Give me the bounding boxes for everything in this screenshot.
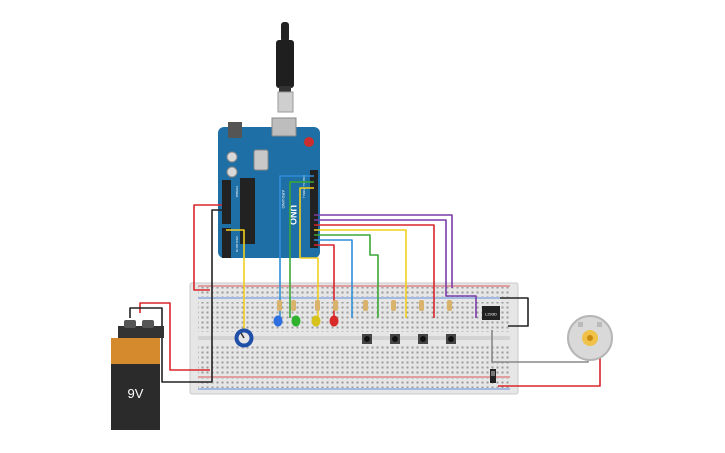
wire-button-2[interactable] xyxy=(314,234,379,318)
power-rail-bottom[interactable] xyxy=(198,378,510,388)
wire-battery-pos[interactable] xyxy=(139,302,210,371)
led-green[interactable] xyxy=(291,315,301,327)
potentiometer-icon[interactable] xyxy=(234,328,254,348)
wire-motor-enable[interactable] xyxy=(314,219,477,318)
wire-led-red[interactable] xyxy=(314,244,335,318)
resistor[interactable] xyxy=(333,300,338,311)
power-rail-top[interactable] xyxy=(198,287,510,297)
analog-header xyxy=(222,228,231,258)
dc-motor-icon[interactable] xyxy=(567,315,613,361)
wire-led-blue[interactable] xyxy=(279,175,314,318)
wire-button-4[interactable] xyxy=(314,224,435,318)
usb-cable-icon[interactable] xyxy=(276,22,294,113)
wire-button-1[interactable] xyxy=(314,239,353,318)
atmega-chip xyxy=(240,178,255,244)
slide-switch-icon[interactable] xyxy=(490,369,496,383)
resistor[interactable] xyxy=(391,300,396,311)
wire-led-green[interactable] xyxy=(289,181,314,318)
wire-pot-signal[interactable] xyxy=(226,229,245,332)
digital-pins-label: DIGITAL (PWM~) xyxy=(302,175,306,198)
resistors xyxy=(277,300,452,311)
reset-button[interactable] xyxy=(304,137,314,147)
wire-button-3[interactable] xyxy=(314,229,407,318)
battery-cap xyxy=(118,326,164,338)
resistor[interactable] xyxy=(363,300,368,311)
arduino-board[interactable]: UNO ARDUINO DIGITAL (PWM~) ANALOG IN POW… xyxy=(218,117,320,258)
push-button[interactable] xyxy=(418,334,428,344)
led-yellow[interactable] xyxy=(311,315,321,327)
led-blue[interactable] xyxy=(273,315,283,327)
battery-9v[interactable]: 9V xyxy=(111,320,164,430)
motor-driver-label: L293D xyxy=(485,312,497,317)
arduino-model-label: UNO xyxy=(288,205,298,225)
terminal-strip-top[interactable] xyxy=(198,302,510,332)
power-jack xyxy=(228,122,242,138)
leds xyxy=(273,315,339,327)
usb-port xyxy=(271,117,297,137)
center-channel xyxy=(198,336,510,340)
arduino-brand-label: ARDUINO xyxy=(281,190,286,208)
power-header xyxy=(222,180,231,224)
wire-motor-pos[interactable] xyxy=(498,352,601,387)
push-button[interactable] xyxy=(446,334,456,344)
wire-motor-input[interactable] xyxy=(314,214,453,288)
wire-battery-neg[interactable] xyxy=(129,307,212,383)
wire-5v[interactable] xyxy=(193,204,222,291)
wire-led-yellow[interactable] xyxy=(299,187,319,318)
led-red[interactable] xyxy=(329,315,339,327)
battery-body xyxy=(111,364,160,430)
power-pins-label: POWER xyxy=(235,186,239,198)
motor-driver-chip[interactable]: L293D xyxy=(482,306,500,320)
digital-header xyxy=(310,170,318,248)
analog-pins-label: ANALOG IN xyxy=(235,236,239,252)
resistor[interactable] xyxy=(277,300,282,311)
battery-label: 9V xyxy=(128,386,144,401)
breadboard[interactable] xyxy=(189,282,519,395)
resistor[interactable] xyxy=(291,300,296,311)
resistor[interactable] xyxy=(447,300,452,311)
resistor[interactable] xyxy=(419,300,424,311)
push-button[interactable] xyxy=(362,334,372,344)
wire-gnd[interactable] xyxy=(211,209,222,382)
resistor[interactable] xyxy=(315,300,320,311)
terminal-strip-bottom[interactable] xyxy=(198,344,510,374)
battery-top-band xyxy=(111,338,160,364)
push-button[interactable] xyxy=(390,334,400,344)
wire-driver-loop[interactable] xyxy=(500,297,529,327)
push-buttons xyxy=(362,334,456,344)
